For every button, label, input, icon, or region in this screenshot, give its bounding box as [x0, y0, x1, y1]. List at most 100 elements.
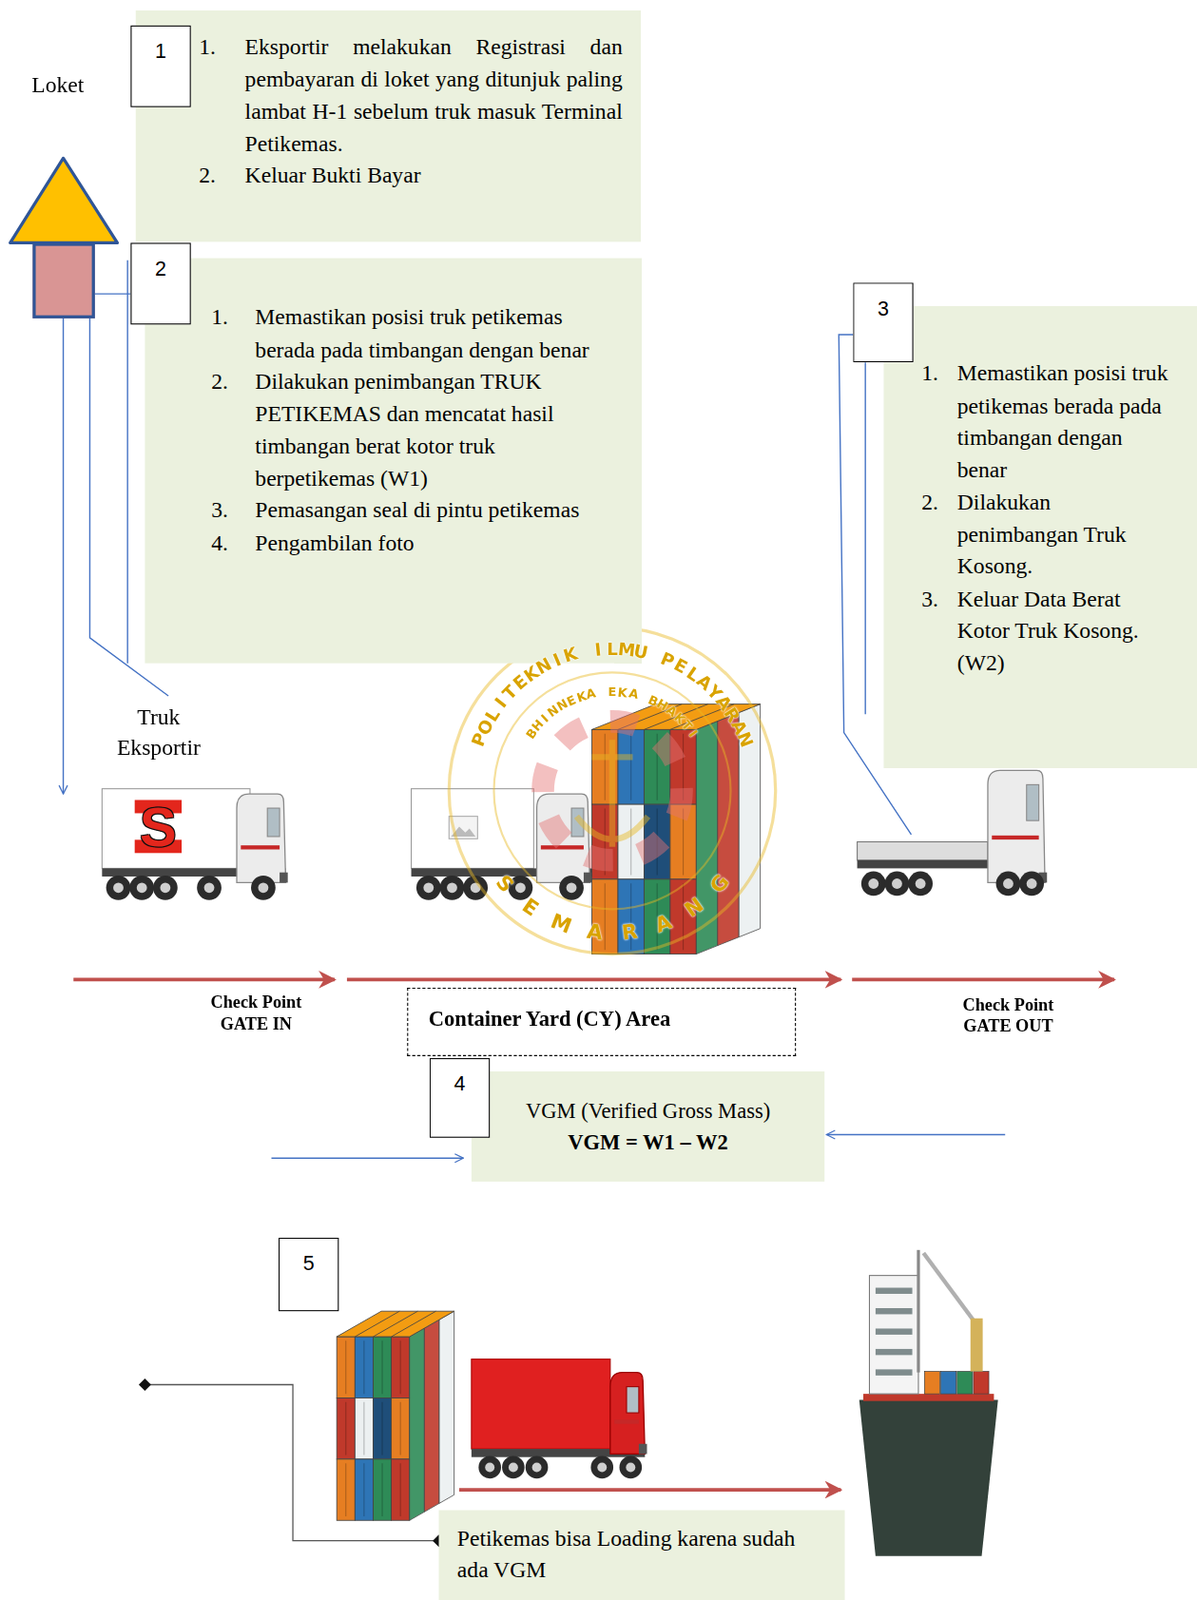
callout-number: 2	[130, 242, 191, 325]
callout-number: 5	[279, 1251, 338, 1276]
container-rib	[604, 733, 606, 801]
ship-deck	[863, 1393, 994, 1402]
container-box	[411, 789, 535, 869]
watermark-letter: I	[687, 728, 700, 739]
wheel-hub	[113, 882, 124, 893]
step-text: Keluar Data Berat Kotor Truk Kosong. (W2…	[957, 581, 1169, 678]
ship-hull	[859, 1400, 999, 1557]
wheel	[1019, 871, 1044, 897]
leader-line	[144, 1384, 435, 1541]
counter-roof	[7, 154, 122, 245]
container-side	[717, 713, 739, 947]
note-text: Petikemas bisa Loading karena sudah ada …	[457, 1522, 804, 1586]
step-number: 3.	[921, 581, 958, 678]
counter-icon: Loket	[32, 242, 95, 318]
step-text: Eksportir melakukan Registrasi dan pemba…	[245, 30, 623, 159]
watermark-letter: K	[617, 685, 628, 699]
container-front	[391, 1336, 410, 1398]
formula-panel: VGM (Verified Gross Mass)VGM = W1 – W2	[471, 1071, 825, 1182]
wheel	[590, 1456, 614, 1480]
deck-container	[973, 1371, 989, 1395]
container-rib	[363, 1463, 365, 1517]
callout-number: 4	[429, 1058, 490, 1139]
container-front	[372, 1397, 391, 1459]
container-front	[354, 1459, 373, 1521]
watermark-letter: E	[519, 894, 542, 920]
container-rib	[630, 733, 632, 801]
wheel	[885, 871, 910, 897]
truck-cab	[610, 1372, 645, 1455]
step-number: 1.	[211, 301, 255, 367]
container-rib	[363, 1340, 365, 1394]
step-text: Dilakukan penimbangan Truk Kosong.	[957, 485, 1169, 582]
node-heading: Loket	[31, 70, 84, 99]
connector	[95, 292, 132, 294]
wheel-hub	[515, 882, 526, 893]
cab-stripe	[240, 845, 280, 850]
step-number: 1.	[921, 357, 958, 486]
watermark-letter: A	[652, 910, 675, 936]
container-rib	[345, 1340, 347, 1394]
wheel	[153, 875, 178, 901]
wheel	[559, 875, 584, 901]
container-rib	[400, 1463, 402, 1517]
ship-window	[875, 1328, 913, 1334]
logo-letter: S	[135, 795, 182, 857]
wheel-hub	[625, 1462, 636, 1472]
step-text: Memastikan posisi truk petikemas berada …	[957, 357, 1169, 486]
ship-window	[875, 1349, 913, 1355]
wheel	[106, 875, 132, 901]
watermark-letter	[579, 642, 589, 661]
step-text: Pengambilan foto	[254, 525, 618, 559]
cab-stripe	[614, 1419, 639, 1424]
wheel-hub	[159, 882, 171, 893]
trucks	[101, 704, 1047, 1557]
step-panel: 1.Memastikan posisi truk petikemas berad…	[883, 306, 1197, 768]
container-rib	[630, 808, 632, 875]
step-text: Pemasangan seal di pintu petikemas	[254, 493, 618, 526]
wheel-hub	[868, 878, 879, 889]
callout-number: 1	[131, 38, 190, 64]
container-top-seam	[391, 1311, 437, 1337]
watermark-letter: L	[606, 640, 618, 658]
container-rib	[345, 1402, 347, 1456]
watermark-letter: K	[560, 645, 580, 667]
watermark-letter: I	[594, 640, 603, 659]
ship-window	[875, 1288, 913, 1294]
truck-cab	[987, 770, 1045, 883]
wheel-hub	[423, 882, 434, 893]
cab-window	[1026, 784, 1040, 821]
callout-number: 3	[853, 295, 912, 321]
container-front	[336, 1459, 355, 1521]
watermark-letter: A	[585, 920, 604, 943]
container-front	[617, 879, 644, 955]
wheel	[619, 1456, 643, 1480]
truck-label: Truk Eksportir	[99, 701, 217, 763]
emblem-lifebuoy	[542, 721, 682, 861]
container-front	[354, 1336, 373, 1398]
truck-cab	[236, 793, 287, 883]
watermark-letter: S	[492, 871, 518, 897]
step-number: 4.	[211, 525, 255, 559]
step-number: 3.	[211, 493, 255, 526]
leader-line	[459, 1487, 841, 1492]
wheel	[907, 871, 933, 897]
diamond-bullet	[138, 1378, 152, 1391]
wheel-hub	[484, 1462, 495, 1472]
step-panel: 1.Eksportir melakukan Registrasi dan pem…	[135, 10, 641, 243]
emblem-anchor	[576, 739, 648, 848]
watermark-letter: N	[680, 893, 707, 921]
step-number: 2.	[198, 158, 245, 192]
wheel-hub	[258, 882, 270, 893]
wheel	[129, 875, 155, 901]
wheel-hub	[204, 882, 215, 893]
watermark-letter: E	[608, 685, 618, 698]
flatbed	[857, 841, 988, 860]
callout-number: 2	[131, 255, 190, 281]
container-front	[391, 1397, 410, 1459]
container-front	[617, 729, 644, 805]
leader-line	[73, 978, 335, 983]
container-rib	[363, 1402, 365, 1456]
callout-number: 1	[130, 25, 191, 108]
step-number: 2.	[211, 365, 255, 494]
